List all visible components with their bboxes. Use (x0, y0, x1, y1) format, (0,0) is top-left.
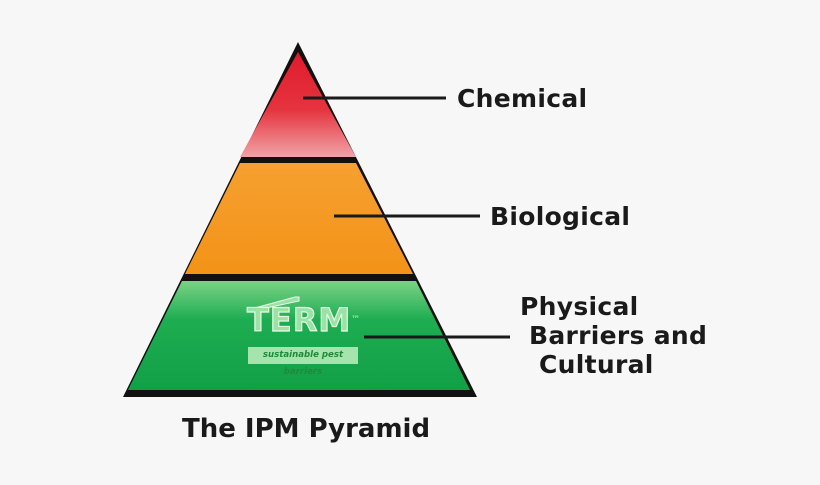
label-line-physical: Physical (520, 292, 639, 321)
logo-trademark: ™ (351, 315, 362, 325)
tier-chemical (240, 52, 356, 157)
label-line-cultural: Cultural (539, 350, 654, 379)
tier-biological (185, 163, 413, 274)
label-physical-barriers-cultural: Physical Barriers and Cultural (520, 292, 707, 379)
label-chemical: Chemical (457, 84, 588, 113)
diagram-caption: The IPM Pyramid (182, 414, 431, 444)
logo-wordmark: TERM™ (246, 301, 362, 339)
logo-roof-icon (251, 296, 300, 310)
tier-physical-cultural (128, 281, 470, 390)
logo-tagline: sustainable pest barriers (248, 347, 358, 377)
term-logo: TERM™ sustainable pest barriers (246, 296, 362, 377)
label-line-barriers: Barriers and (529, 321, 708, 350)
logo-word-text: TERM (246, 301, 352, 339)
label-biological: Biological (490, 202, 631, 231)
